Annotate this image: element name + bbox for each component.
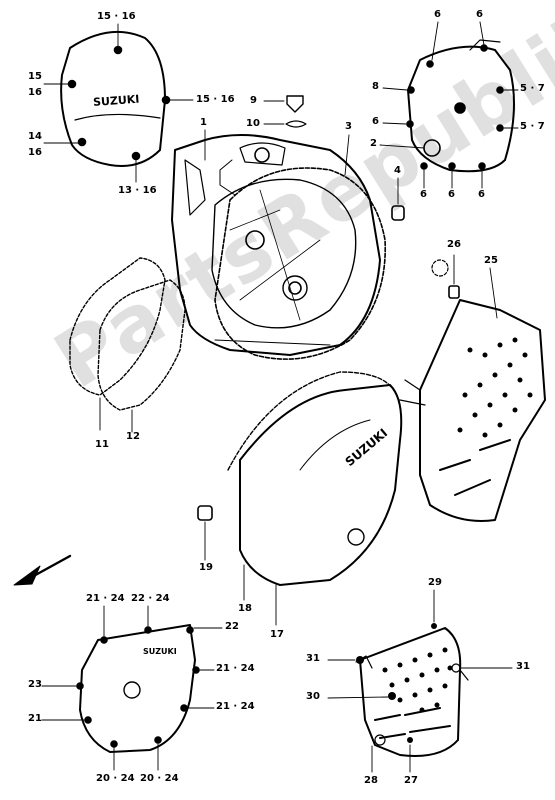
brand-logo-bottom: SUZUKI [143,647,177,656]
direction-arrow [13,554,72,586]
label-6-c: 6 [372,116,379,127]
label-9: 9 [250,95,257,106]
label-5-7-b: 5 · 7 [520,121,545,132]
label-16-left: 16 [28,87,42,98]
label-8: 8 [372,81,379,92]
label-20-24-a: 20 · 24 [96,773,135,784]
label-6-a: 6 [434,9,441,20]
label-22: 22 [225,621,239,632]
gasket-3-part [204,129,387,360]
label-6-e: 6 [448,189,455,200]
label-27: 27 [404,775,418,786]
label-18: 18 [238,603,252,614]
brand-logo-top: SUZUKI [93,93,140,109]
label-6-b: 6 [476,9,483,20]
label-13-16: 13 · 16 [118,185,157,196]
label-26: 26 [447,239,461,250]
label-15-left: 15 [28,71,42,82]
label-10: 10 [246,118,260,129]
gasket-11-part [69,257,166,431]
leaders-top-left [43,23,194,183]
label-28: 28 [364,775,378,786]
label-22-24: 22 · 24 [131,593,170,604]
label-21: 21 [28,713,42,724]
brand-logo-center: SUZUKI [343,426,391,469]
label-30: 30 [306,691,320,702]
oil-plug-part [263,95,307,128]
label-6-f: 6 [478,189,485,200]
label-15-16-top: 15 · 16 [97,11,136,22]
label-6-d: 6 [420,189,427,200]
bolt-26-part [431,254,460,299]
guard-lower-part [355,623,469,757]
label-12: 12 [126,431,140,442]
label-15-16-right: 15 · 16 [196,94,235,105]
label-19: 19 [199,562,213,573]
label-21-24-a: 21 · 24 [86,593,125,604]
leaders-top-right [379,21,519,189]
leaders-bottom-left [41,605,223,771]
leaders-bottom-right [327,589,513,773]
generator-cover-part: SUZUKI [60,30,171,167]
label-21-24-c: 21 · 24 [216,701,255,712]
label-29: 29 [428,577,442,588]
label-17: 17 [270,629,284,640]
label-20-24-b: 20 · 24 [140,773,179,784]
label-31-a: 31 [306,653,320,664]
label-25: 25 [484,255,498,266]
clutch-cover-17-part: SUZUKI [227,371,403,626]
guard-25-part [399,267,546,522]
generator-cover-bottom-part: SUZUKI [76,624,200,753]
label-11: 11 [95,439,109,450]
gasket-12-part [97,279,186,433]
label-2: 2 [370,138,377,149]
label-21-24-b: 21 · 24 [216,663,255,674]
clutch-cover-top-part [406,39,515,173]
dowel-4-part [391,177,405,221]
crankcase-part [171,134,381,356]
label-31-b: 31 [516,661,530,672]
label-4: 4 [394,165,401,176]
label-1: 1 [200,117,207,128]
dowel-19-part [197,505,213,561]
label-23: 23 [28,679,42,690]
label-3: 3 [345,121,352,132]
label-14: 14 [28,131,42,142]
label-5-7-a: 5 · 7 [520,83,545,94]
label-16-b: 16 [28,147,42,158]
